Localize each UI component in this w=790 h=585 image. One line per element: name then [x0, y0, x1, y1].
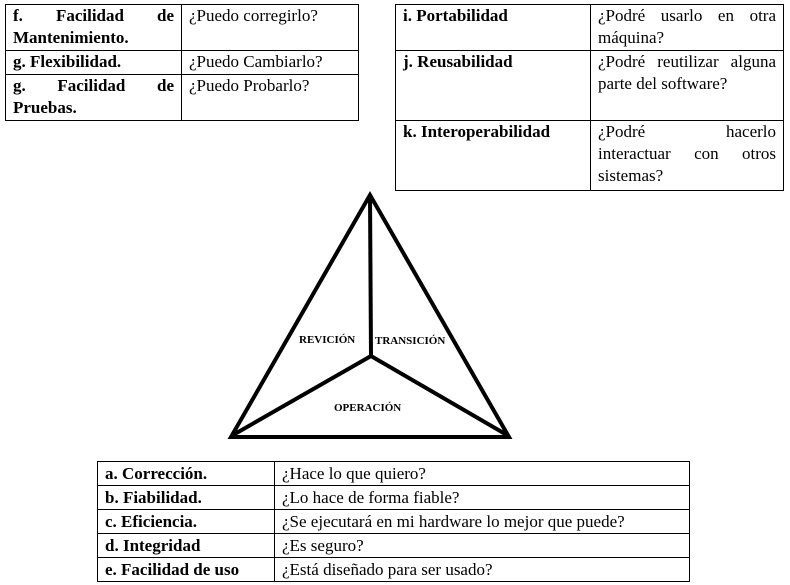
factor-cell: b. Fiabilidad.	[97, 485, 275, 510]
question-cell: ¿Puedo Cambiarlo?	[181, 50, 359, 75]
table-row: b. Fiabilidad. ¿Lo hace de forma fiable?	[97, 485, 690, 510]
factor-cell: g. Flexibilidad.	[5, 50, 182, 75]
triangle-divider-left	[232, 354, 372, 437]
question-cell: ¿Puedo corregirlo?	[181, 4, 359, 51]
table-row: g. Flexibilidad. ¿Puedo Cambiarlo?	[5, 50, 359, 75]
question-cell: ¿Está diseñado para ser usado?	[274, 557, 690, 582]
factor-cell: c. Eficiencia.	[97, 509, 275, 534]
triangle-divider-top	[368, 194, 373, 357]
factor-cell: j. Reusabilidad	[395, 50, 591, 121]
factor-cell: e. Facilidad de uso	[97, 557, 275, 582]
question-cell: ¿Podré hacerlo interactuar con otros sis…	[590, 120, 784, 191]
factor-cell: d. Integridad	[97, 533, 275, 558]
question-cell: ¿Es seguro?	[274, 533, 690, 558]
operacion-factors-table: a. Corrección. ¿Hace lo que quiero? b. F…	[97, 461, 690, 582]
table-row: a. Corrección. ¿Hace lo que quiero?	[97, 461, 690, 486]
operacion-label: OPERACIÓN	[334, 402, 401, 414]
table-row: f. Facilidad de Mantenimiento. ¿Puedo co…	[5, 4, 359, 51]
table-row: d. Integridad ¿Es seguro?	[97, 533, 690, 558]
transicion-factors-table: i. Portabilidad ¿Podré usarlo en otra má…	[395, 4, 784, 191]
question-cell: ¿Podré reutilizar alguna parte del softw…	[590, 50, 784, 121]
table-row: i. Portabilidad ¿Podré usarlo en otra má…	[395, 4, 784, 51]
factor-cell: a. Corrección.	[97, 461, 275, 486]
question-cell: ¿Lo hace de forma fiable?	[274, 485, 690, 510]
transicion-label: TRANSICIÓN	[375, 335, 445, 347]
factor-cell: g. Facilidad de Pruebas.	[5, 74, 182, 121]
revision-label: REVICIÓN	[299, 334, 355, 346]
table-row: k. Interoperabilidad ¿Podré hacerlo inte…	[395, 120, 784, 191]
triangle-outline	[227, 190, 513, 439]
question-cell: ¿Hace lo que quiero?	[274, 461, 690, 486]
table-row: c. Eficiencia. ¿Se ejecutará en mi hardw…	[97, 509, 690, 534]
table-row: g. Facilidad de Pruebas. ¿Puedo Probarlo…	[5, 74, 359, 121]
question-cell: ¿Podré usarlo en otra máquina?	[590, 4, 784, 51]
factor-cell: i. Portabilidad	[395, 4, 591, 51]
factor-cell: f. Facilidad de Mantenimiento.	[5, 4, 182, 51]
triangle-divider-right	[369, 354, 509, 437]
factor-cell: k. Interoperabilidad	[395, 120, 591, 191]
table-row: e. Facilidad de uso ¿Está diseñado para …	[97, 557, 690, 582]
question-cell: ¿Se ejecutará en mi hardware lo mejor qu…	[274, 509, 690, 534]
revision-factors-table: f. Facilidad de Mantenimiento. ¿Puedo co…	[5, 4, 359, 121]
table-row: j. Reusabilidad ¿Podré reutilizar alguna…	[395, 50, 784, 121]
question-cell: ¿Puedo Probarlo?	[181, 74, 359, 121]
